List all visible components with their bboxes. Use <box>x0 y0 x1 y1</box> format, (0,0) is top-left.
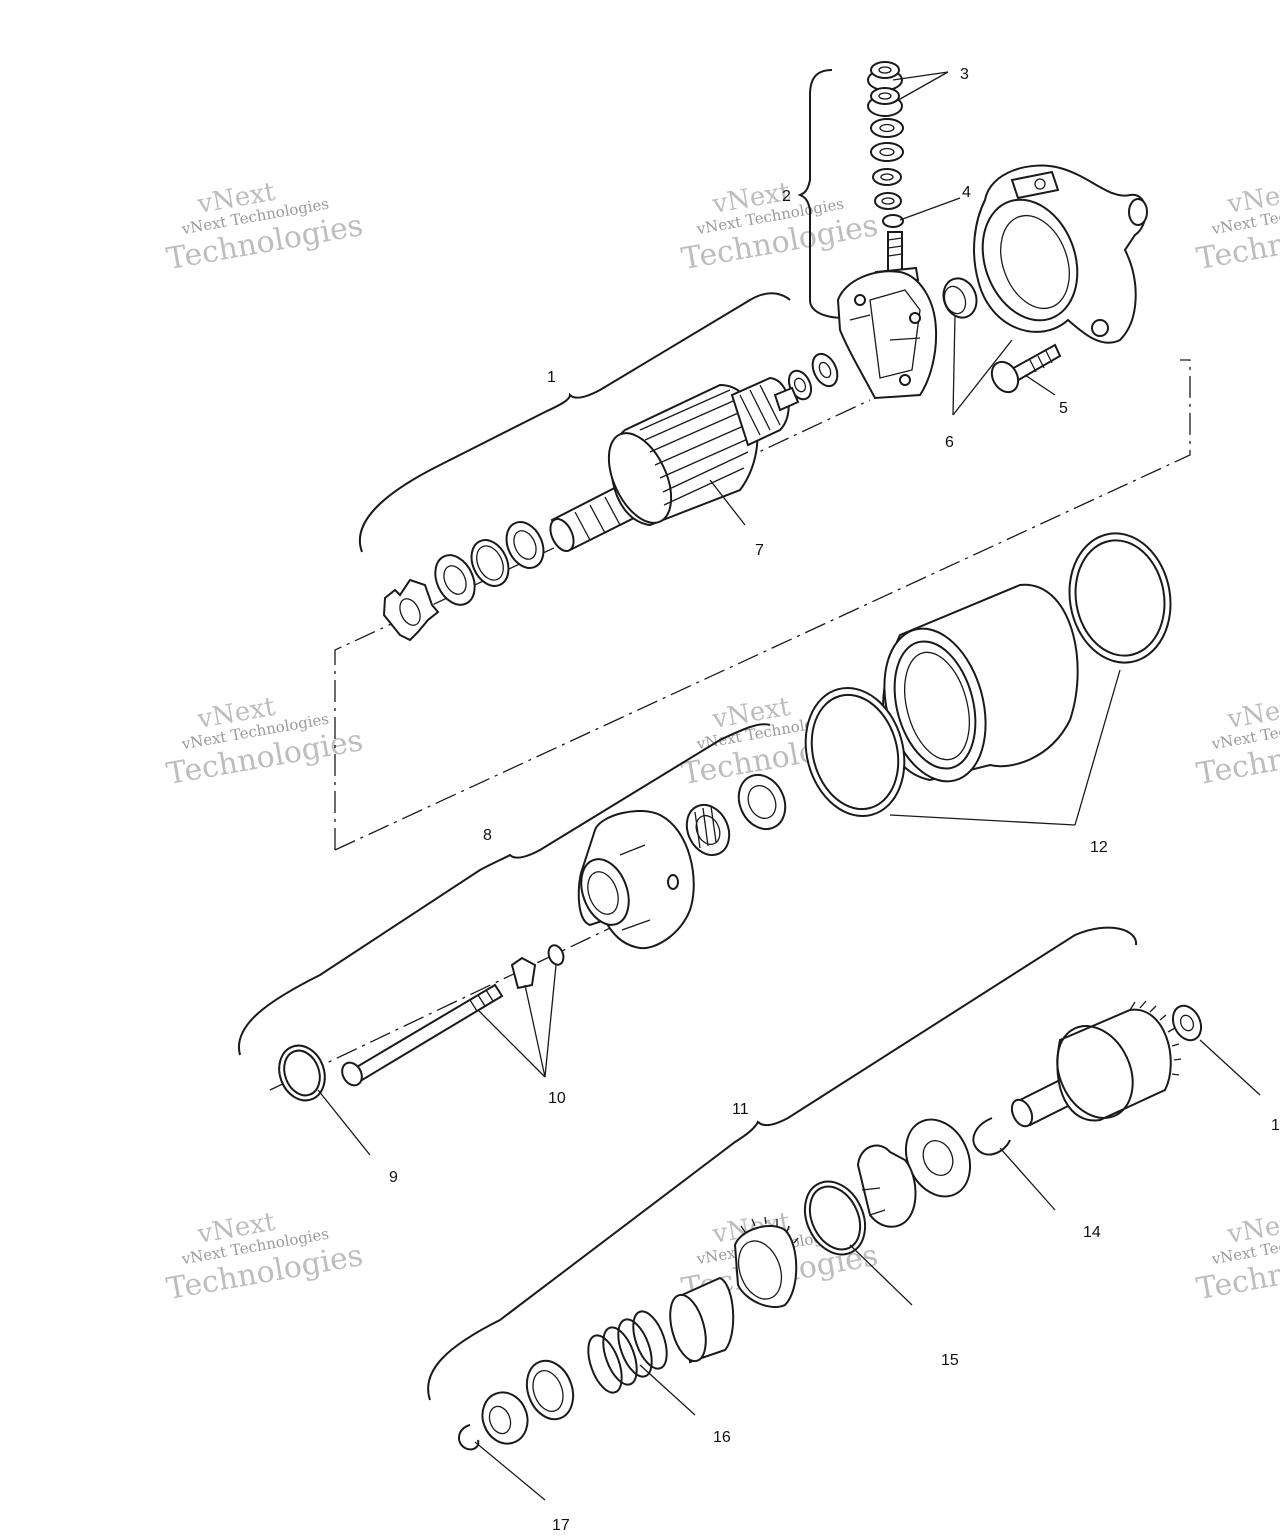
pinion-gear-icon <box>733 1216 799 1308</box>
callout-14: 14 <box>1083 1224 1101 1241</box>
bushing-icon <box>942 277 978 319</box>
washer-icon <box>870 142 904 162</box>
watermark: vNext vNext Technologies Technologies <box>679 177 881 277</box>
collar-icon <box>525 1359 575 1421</box>
washer-icon <box>470 539 510 587</box>
o-ring-icon <box>278 1044 326 1102</box>
leader-lines <box>317 71 1261 1501</box>
hex-nut-icon <box>867 87 903 117</box>
brace-group-8 <box>237 723 771 1056</box>
callout-15: 15 <box>941 1352 959 1369</box>
armature-icon <box>549 376 800 552</box>
watermark: vNext vNext Technologies Technologies <box>164 692 366 792</box>
washer-icon <box>510 956 537 990</box>
watermark: vNext vNext Technologies Technologies <box>164 1207 366 1307</box>
o-ring-icon <box>882 214 904 228</box>
end-cover <box>973 164 1148 344</box>
spring-icon <box>587 1310 668 1394</box>
snap-ring-icon <box>972 1117 1011 1156</box>
watermark: vNext vNext Technologies Technologies <box>164 177 366 277</box>
stop-collar-icon <box>481 1391 529 1445</box>
nut-stack <box>867 61 920 286</box>
o-ring-large-icon <box>1068 532 1172 664</box>
callout-9: 9 <box>389 1169 398 1186</box>
o-ring-large-icon <box>804 686 906 818</box>
callout-1: 1 <box>547 369 556 386</box>
front-housing-icon <box>577 810 695 950</box>
callout-17: 17 <box>552 1517 570 1534</box>
callout-6: 6 <box>945 434 954 451</box>
callout-2: 2 <box>782 188 791 205</box>
watermark: vNext vNext Technologies Technologies <box>1194 177 1280 277</box>
bolt-icon <box>990 343 1062 394</box>
washer-icon <box>505 521 545 569</box>
lock-plate-icon <box>382 578 440 642</box>
callout-3: 3 <box>960 66 969 83</box>
yoke-housing <box>882 583 1079 783</box>
hex-nut-icon <box>867 61 903 91</box>
callout-10: 10 <box>548 1090 566 1107</box>
ring-icon <box>803 1180 867 1256</box>
callout-5: 5 <box>1059 400 1068 417</box>
bearing-icon <box>737 773 787 831</box>
washer-icon <box>1171 1004 1203 1042</box>
callout-4: 4 <box>962 184 971 201</box>
washer-icon <box>811 352 839 388</box>
callout-11: 11 <box>732 1101 749 1118</box>
group-braces <box>237 69 1138 1401</box>
stopper-icon <box>856 1144 917 1228</box>
needle-bearing-icon <box>685 803 731 857</box>
circlip-icon <box>458 1424 480 1451</box>
through-bolt-icon <box>341 983 504 1087</box>
brush-holder-plate <box>836 270 938 400</box>
washer-icon <box>872 168 902 186</box>
washer-icon <box>434 554 476 606</box>
callout-13: 13 <box>1271 1117 1280 1134</box>
washer-icon <box>870 118 904 138</box>
callout-8: 8 <box>483 827 492 844</box>
watermark: vNext vNext Technologies Technologies <box>1194 1207 1280 1307</box>
drive-gear-icon <box>1010 1000 1182 1128</box>
callout-16: 16 <box>713 1429 731 1446</box>
callout-7: 7 <box>755 542 764 559</box>
brace-group-11 <box>427 926 1138 1401</box>
washer-icon <box>547 944 565 966</box>
brace-group-1 <box>359 292 791 553</box>
armature-washers <box>787 352 839 401</box>
watermark: vNext vNext Technologies Technologies <box>1194 692 1280 792</box>
center-line-upper <box>334 359 1191 851</box>
shim-washers <box>434 521 545 606</box>
center-line-left <box>334 619 401 850</box>
brace-group-2 <box>797 69 846 319</box>
callout-12: 12 <box>1090 839 1108 856</box>
sleeve-icon <box>669 1276 735 1364</box>
washer-icon <box>874 192 902 210</box>
callout-labels: 1 2 3 4 5 6 7 8 9 10 11 12 13 14 15 16 1… <box>389 66 1280 1534</box>
